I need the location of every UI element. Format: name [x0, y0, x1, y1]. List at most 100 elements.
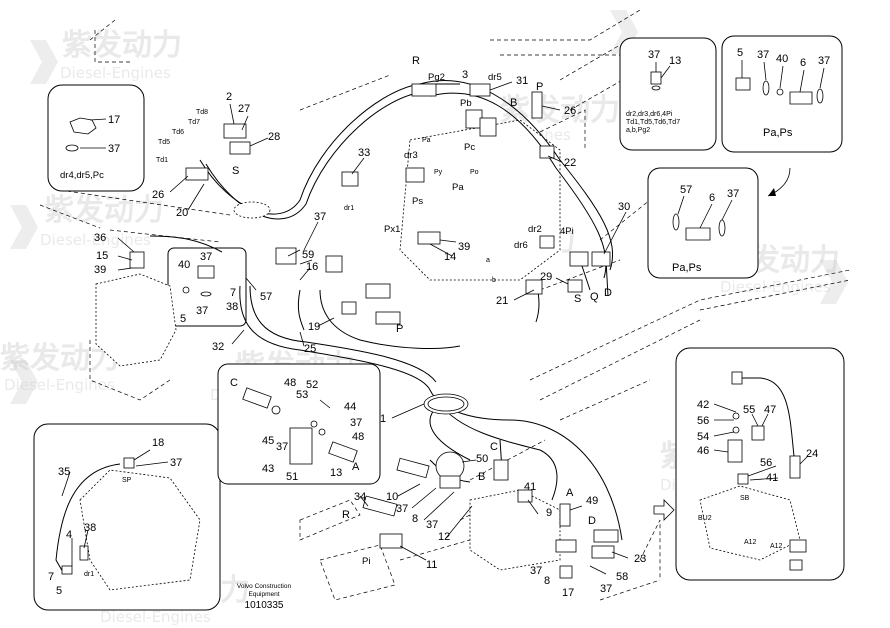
port-label: Pg2: [428, 72, 445, 83]
callout-38: 38: [226, 301, 238, 313]
watermark-tagline: Diesel-Engines: [4, 376, 115, 394]
port-label: R: [342, 509, 350, 521]
callout-37: 37: [350, 417, 362, 429]
inset-top-left: 17 37 dr4,dr5,Pc: [47, 84, 145, 192]
callout-35: 35: [58, 466, 70, 478]
callout-37: 37: [727, 188, 739, 200]
port-label: C: [230, 377, 238, 389]
port-label: SB: [740, 495, 750, 502]
port-label: a: [486, 257, 490, 264]
callout-6: 6: [709, 192, 715, 204]
port-label: P: [536, 81, 543, 93]
callout-40: 40: [776, 53, 788, 65]
callout-12: 12: [438, 531, 450, 543]
callout-37: 37: [170, 457, 182, 469]
callout-38: 38: [84, 522, 96, 534]
callout-10: 10: [386, 491, 398, 503]
callout-55: 55: [743, 404, 755, 416]
inset-bottom-left: 18 37 35 38 4 7 5 SP dr1: [33, 423, 221, 611]
callout-24: 24: [806, 448, 818, 460]
callout-50: 50: [476, 453, 488, 465]
port-label: SP: [122, 477, 132, 484]
callout-58: 58: [616, 571, 628, 583]
callout-51: 51: [286, 471, 298, 483]
port-label: dr3: [404, 150, 418, 161]
port-label: dr6: [514, 240, 528, 251]
callout-53: 53: [296, 389, 308, 401]
callout-28: 28: [268, 131, 280, 143]
callout-13: 13: [669, 55, 681, 67]
callout-52: 52: [306, 379, 318, 391]
callout-37: 37: [600, 583, 612, 595]
callout-54: 54: [697, 431, 709, 443]
port-label: S: [574, 293, 581, 305]
callout-57: 57: [260, 291, 272, 303]
callout-30: 30: [618, 201, 630, 213]
callout-41: 41: [524, 481, 536, 493]
callout-37: 37: [648, 49, 660, 61]
tee-fitting: [685, 227, 711, 241]
port-label: dr5: [488, 72, 502, 83]
inset-frame: [619, 37, 717, 151]
port-label: Py: [434, 169, 443, 176]
callout-1: 1: [380, 413, 386, 425]
callout-34: 34: [354, 491, 366, 503]
watermark-tagline: Diesel-Engines: [60, 64, 171, 82]
port-label: C: [490, 441, 498, 453]
port-label: Td8: [196, 109, 208, 116]
main-callouts: 2 27 28 26 20 31 26 22 33 30 36 15 39 37…: [94, 75, 646, 599]
fitting: [650, 71, 662, 85]
inset-small-left: 37 40 7 5 37 38: [167, 247, 247, 327]
inset-frame: [647, 167, 759, 279]
callout-29: 29: [540, 271, 552, 283]
callout-13: 13: [330, 467, 342, 479]
port-label: Pb: [460, 98, 472, 109]
footer-company: Equipment: [248, 591, 279, 598]
main-control-valve: [399, 119, 561, 281]
callout-25: 25: [304, 343, 316, 355]
port-label: Td5: [158, 139, 170, 146]
port-label: dr2: [528, 224, 542, 235]
watermark-tagline: Diesel-Engines: [100, 608, 211, 626]
callout-4: 4: [66, 529, 72, 541]
callout-6: 6: [800, 57, 806, 69]
inset-caption: Td1,Td5,Td6,Td7: [626, 119, 680, 126]
arrow-icon: [653, 499, 675, 521]
callout-26: 26: [152, 189, 164, 201]
control-valve-block: [699, 485, 801, 561]
callout-5: 5: [180, 313, 186, 325]
port-label: Q: [590, 291, 599, 303]
callout-2: 2: [226, 91, 232, 103]
switch-block: [197, 265, 215, 279]
callout-27: 27: [238, 103, 250, 115]
port-label: Po: [470, 169, 479, 176]
callout-59: 59: [302, 249, 314, 261]
manifold-block: [289, 427, 313, 465]
callout-49: 49: [586, 495, 598, 507]
callout-56: 56: [760, 457, 772, 469]
callout-37: 37: [276, 441, 288, 453]
watermark-tagline: Diesel-Engines: [40, 231, 151, 249]
callout-8: 8: [412, 513, 418, 525]
callout-41: 41: [766, 472, 778, 484]
pump-unit: [95, 273, 177, 367]
callout-26: 26: [564, 105, 576, 117]
footer-company: Volvo Construction: [237, 583, 292, 590]
callout-37: 37: [108, 143, 120, 155]
port-label: S: [232, 165, 239, 177]
callout-18: 18: [152, 437, 164, 449]
port-label: 3: [462, 69, 468, 81]
callout-47: 47: [764, 404, 776, 416]
watermark-mark: 紫发动力 Diesel-Engines: [10, 193, 164, 249]
inset-bottom-right: 42 56 54 46 55 47 56 41 24 SB BU2 A12 A1…: [675, 347, 845, 581]
callout-37: 37: [396, 503, 408, 515]
callout-8: 8: [544, 575, 550, 587]
callout-23: 23: [634, 553, 646, 565]
drawing-number: 1010335: [245, 600, 284, 611]
tee-fitting: [789, 91, 813, 105]
callout-11: 11: [426, 559, 437, 571]
arrow-icon: [768, 188, 776, 196]
port-label: P: [396, 323, 403, 335]
inset-top-middle: 37 13 dr2,dr3,dr6,4Pi Td1,Td5,Td6,Td7 a,…: [619, 37, 717, 151]
